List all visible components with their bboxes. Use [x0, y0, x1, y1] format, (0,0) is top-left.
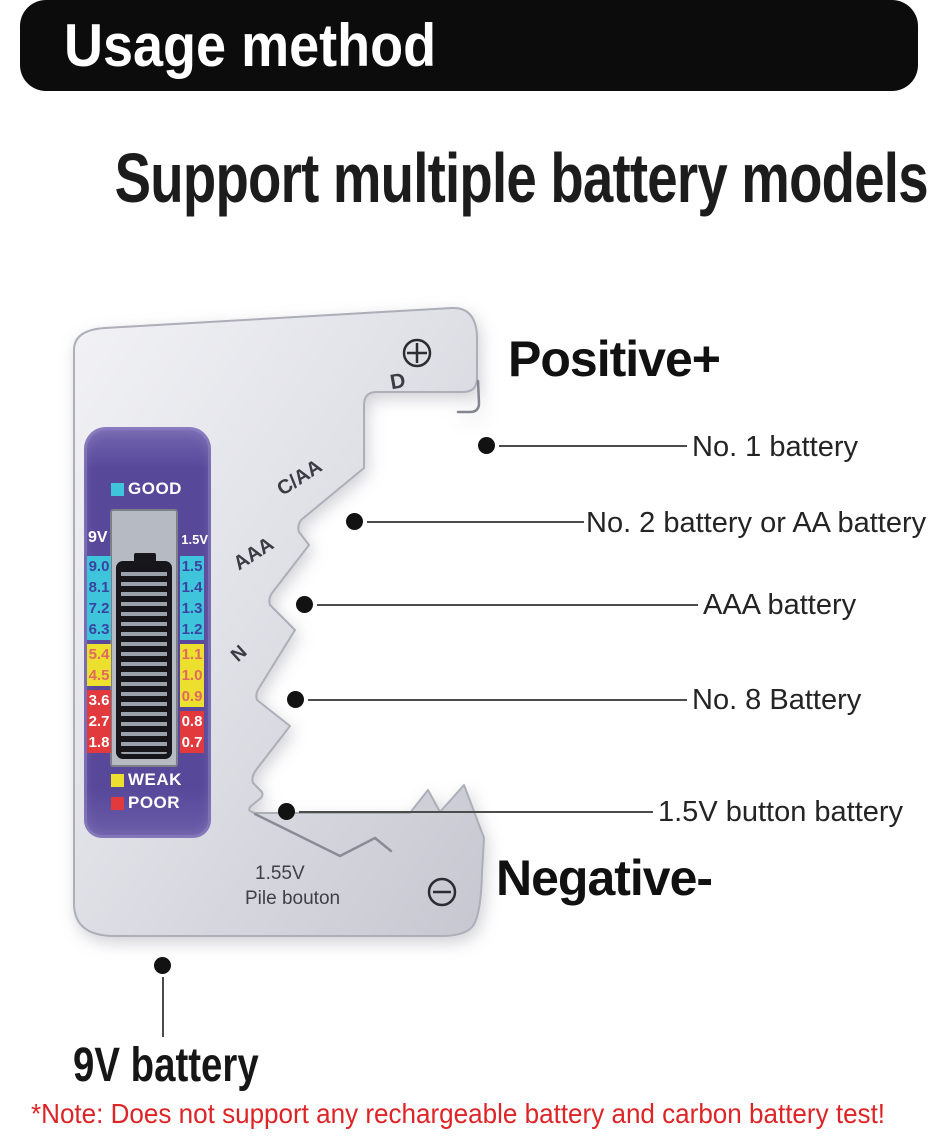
good-indicator-icon: [111, 482, 124, 496]
lcd-1-5v-header: 1.5V: [181, 532, 208, 547]
lcd-poor-row: POOR: [111, 793, 180, 813]
lcd-scale-cell: 2.7: [87, 711, 111, 732]
main-title: Support multiple battery models: [0, 138, 940, 218]
button-cell-voltage: 1.55V: [255, 863, 305, 884]
callout-label-no2-aa-battery: No. 2 battery or AA battery: [586, 507, 927, 539]
callout-label-no8-battery: No. 8 Battery: [692, 684, 862, 716]
lcd-scale-cell: 5.4: [87, 644, 111, 665]
lcd-scale-cell: 1.4: [180, 577, 204, 598]
callout-dot-button-cell: [278, 803, 295, 820]
callout-dot-aaa: [296, 596, 313, 613]
plus-terminal-icon: [402, 338, 432, 368]
lcd-scale-cell: 6.3: [87, 619, 111, 640]
page-title: Usage method: [64, 12, 437, 79]
callout-line-button-cell: [299, 811, 653, 813]
callout-line-no1: [499, 445, 687, 447]
lcd-scale-cell: 1.0: [180, 665, 204, 686]
top-contact-clip: [456, 379, 481, 414]
lcd-scale-cell: 1.5: [180, 556, 204, 577]
callout-label-button-battery: 1.5V button battery: [658, 796, 904, 828]
lcd-scale-cell: 9.0: [87, 556, 111, 577]
callout-dot-no8: [287, 691, 304, 708]
callout-line-no8: [308, 699, 687, 701]
callout-dot-no2: [346, 513, 363, 530]
button-cell-caption: Pile bouton: [245, 888, 340, 909]
lcd-scale-cell: 4.5: [87, 665, 111, 686]
callout-label-9v-battery: 9V battery: [73, 1039, 259, 1092]
negative-terminal-label: Negative-: [496, 850, 713, 906]
lcd-scale-cell: 3.6: [87, 690, 111, 711]
lcd-scale-cell: 7.2: [87, 598, 111, 619]
lcd-scale-cell: 8.1: [87, 577, 111, 598]
callout-line-no2: [367, 521, 584, 523]
lcd-window: [110, 509, 178, 767]
poor-label: POOR: [128, 793, 181, 812]
lcd-scale-cell: 1.2: [180, 619, 204, 640]
lcd-scale-cell: 1.3: [180, 598, 204, 619]
callout-line-aaa: [317, 604, 698, 606]
main-title-text: Support multiple battery models: [114, 139, 929, 217]
weak-label: WEAK: [128, 770, 182, 789]
lcd-scale-cell: 0.8: [180, 711, 204, 732]
note-text: *Note: Does not support any rechargeable…: [31, 1098, 886, 1129]
callout-label-aaa-battery: AAA battery: [703, 589, 857, 621]
lcd-scale-cell: 1.8: [87, 732, 111, 753]
callout-dot-no1: [478, 437, 495, 454]
header-bar: Usage method: [20, 0, 918, 91]
lcd-scale-cell: 1.1: [180, 644, 204, 665]
callout-line-9v: [162, 977, 164, 1037]
weak-indicator-icon: [111, 773, 124, 787]
callout-label-no1-battery: No. 1 battery: [692, 431, 859, 463]
minus-terminal-icon: [427, 877, 457, 907]
lcd-9v-header: 9V: [88, 529, 108, 546]
battery-gauge-icon: [116, 561, 172, 759]
lcd-good-row: GOOD: [111, 479, 182, 499]
poor-indicator-icon: [111, 796, 124, 810]
slot-label-d: D: [388, 369, 407, 394]
battery-gauge-nub: [134, 553, 156, 563]
callout-dot-9v: [154, 957, 171, 974]
lcd-scale-cell: 0.7: [180, 732, 204, 753]
lcd-weak-row: WEAK: [111, 770, 182, 790]
good-label: GOOD: [128, 479, 182, 498]
lcd-scale-cell: 0.9: [180, 686, 204, 707]
positive-terminal-label: Positive+: [508, 331, 721, 387]
button-cell-clip: [253, 812, 393, 858]
